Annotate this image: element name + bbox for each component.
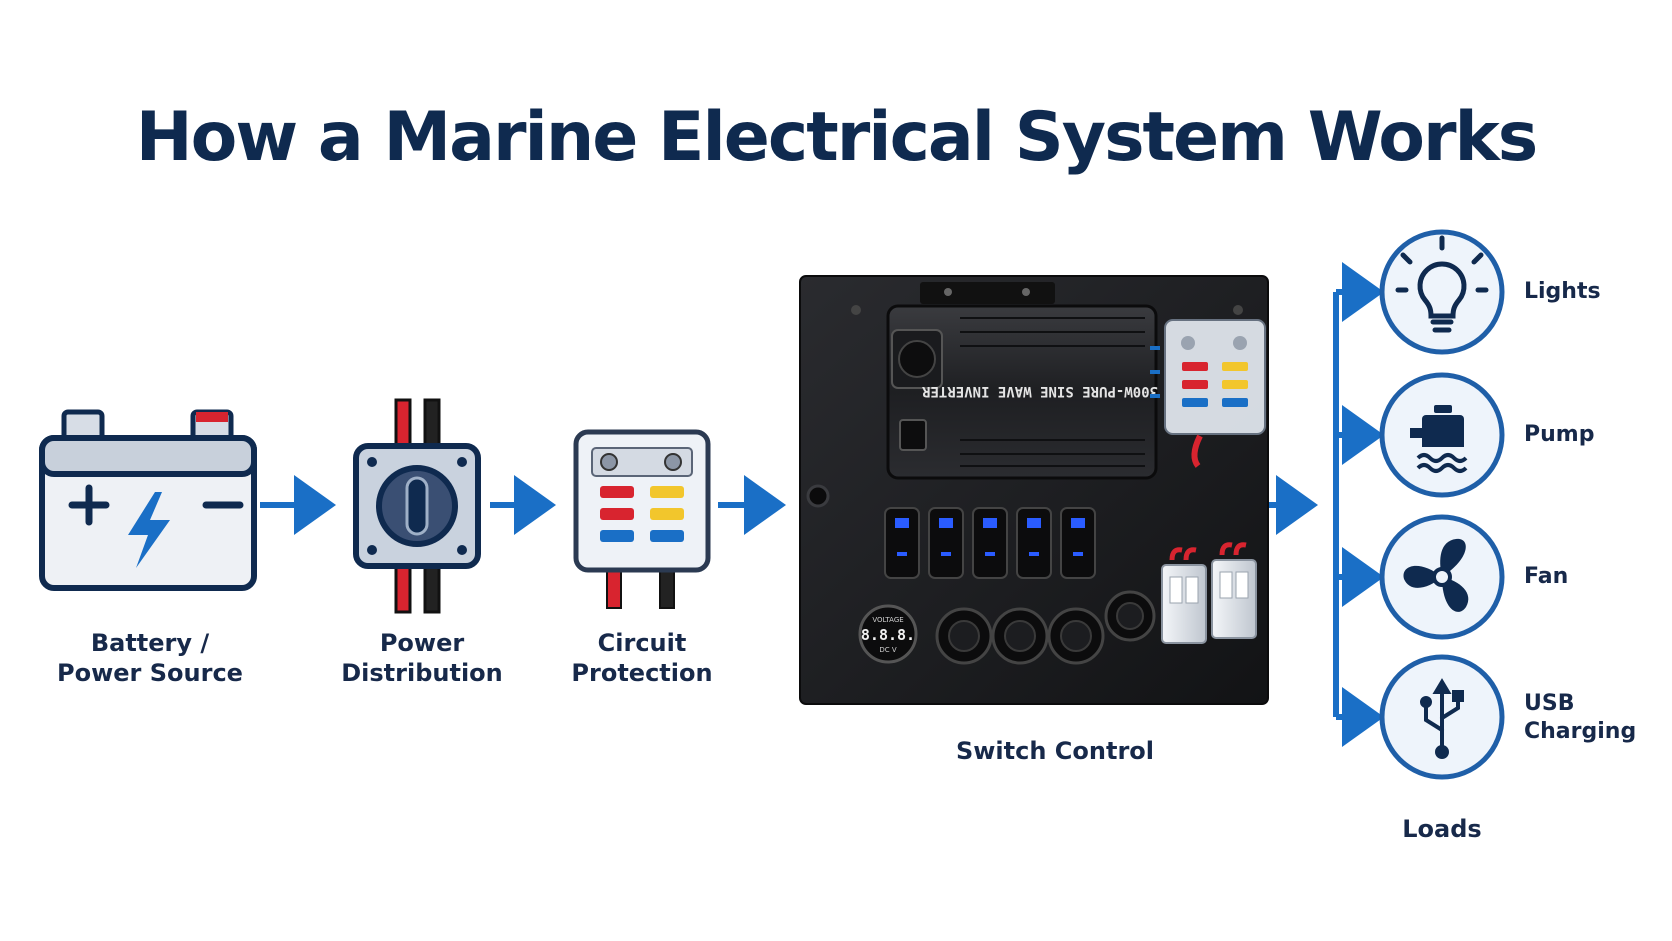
light-bulb-icon	[1395, 235, 1489, 333]
voltmeter-title: VOLTAGE	[872, 616, 903, 624]
load-label-usb: USB Charging	[1524, 691, 1637, 744]
battery-icon	[39, 409, 257, 591]
page-title: How a Marine Electrical System Works	[135, 98, 1538, 177]
panel-mounting-bracket	[920, 282, 1055, 304]
inverter-label: 300W-PURE SINE WAVE INVERTER	[921, 383, 1158, 399]
loads-heading: Loads	[1402, 815, 1482, 843]
socket-outlet-4	[1104, 590, 1156, 642]
switch-panel: 300W-PURE SINE WAVE INVERTER	[799, 275, 1269, 705]
load-label-lights: Lights	[1524, 279, 1601, 304]
socket-outlets	[935, 590, 1156, 665]
socket-outlet-2	[991, 607, 1049, 665]
rocker-switch-3[interactable]	[972, 507, 1008, 579]
flow-arrows	[260, 262, 1384, 747]
fuse-block-icon	[573, 429, 711, 609]
anderson-connectors	[1161, 542, 1257, 644]
load-label-pump: Pump	[1524, 422, 1595, 447]
voltmeter-unit: DC V	[879, 646, 897, 654]
distribution-label: Power Distribution	[341, 629, 503, 687]
load-pump	[1379, 372, 1505, 498]
panel-fuse-box	[1150, 319, 1266, 468]
rocker-switch-4[interactable]	[1016, 507, 1052, 579]
voltmeter-reading: 8.8.8.	[861, 626, 915, 644]
inverter-unit: 300W-PURE SINE WAVE INVERTER	[886, 304, 1158, 480]
rocker-switches	[884, 507, 1096, 579]
fan-icon	[1403, 538, 1469, 612]
usb-icon	[1420, 678, 1464, 759]
rocker-switch-1[interactable]	[884, 507, 920, 579]
protection-label: Circuit Protection	[571, 629, 713, 687]
load-label-fan: Fan	[1524, 564, 1569, 589]
switch-control-label: Switch Control	[955, 737, 1155, 765]
load-fan	[1379, 514, 1505, 640]
load-lights	[1379, 229, 1505, 355]
power-switch-icon	[899, 419, 927, 451]
battery-label: Battery / Power Source	[57, 629, 243, 687]
battery-switch-icon	[353, 398, 481, 614]
socket-outlet-3	[1047, 607, 1105, 665]
load-usb	[1379, 654, 1505, 780]
pump-icon	[1410, 405, 1468, 473]
socket-outlet-1	[935, 607, 993, 665]
rocker-switch-5[interactable]	[1060, 507, 1096, 579]
rocker-switch-2[interactable]	[928, 507, 964, 579]
voltmeter: VOLTAGE 8.8.8. DC V	[858, 604, 918, 664]
